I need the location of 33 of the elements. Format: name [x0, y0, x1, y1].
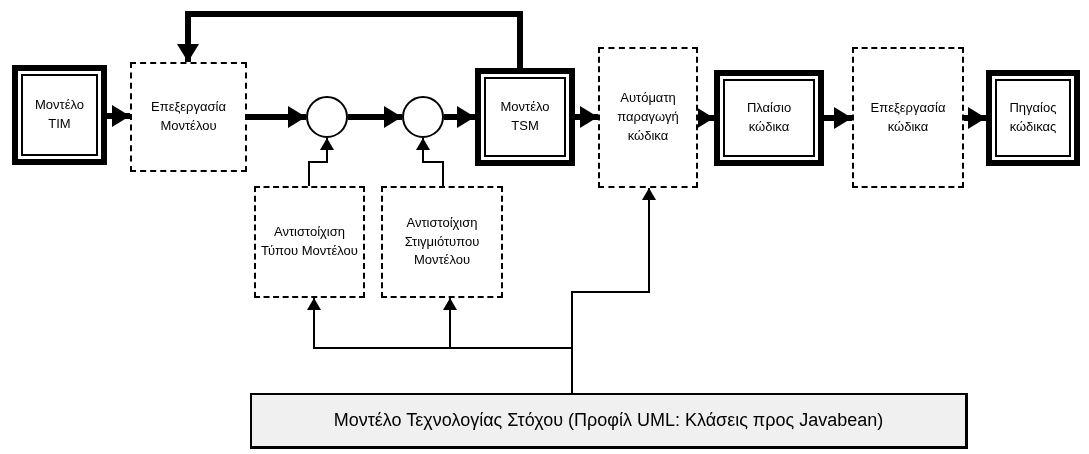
- mapping-box: [381, 186, 503, 298]
- node-label: Επεξεργασία κώδικα: [869, 98, 947, 136]
- model-box: [475, 68, 575, 166]
- node-label: Αντιστοίχιση Στιγμιότυπου Μοντέλου: [403, 213, 481, 270]
- junction-circle: [402, 96, 444, 138]
- process-box: [852, 47, 964, 188]
- arrow: [824, 107, 852, 129]
- arrow: [575, 106, 598, 128]
- model-box: [250, 393, 968, 449]
- node-label: Αντιστοίχιση Τύπου Μοντέλου: [260, 223, 359, 260]
- arrow: [571, 187, 656, 394]
- process-box: [598, 47, 698, 188]
- node-label: Μοντέλο TSM: [499, 98, 551, 135]
- arrow: [348, 106, 402, 128]
- model-box: [986, 70, 1080, 166]
- arrow: [247, 106, 306, 128]
- node-label: Αυτόματη παραγωγή κώδικα: [616, 89, 680, 145]
- mapping-box: [254, 186, 365, 298]
- model-box: [12, 65, 107, 165]
- arrow: [107, 105, 130, 127]
- node-label: Μοντέλο TIM: [34, 96, 85, 133]
- node-label: Επεξεργασία Μοντέλου: [150, 98, 227, 135]
- arrow: [416, 137, 444, 187]
- process-box: [130, 62, 247, 172]
- junction-circle: [306, 96, 348, 138]
- arrow: [964, 107, 986, 129]
- arrow: [444, 106, 475, 128]
- node-label: Πηγαίος κώδικας: [1008, 99, 1058, 136]
- arrow: [177, 11, 523, 68]
- model-box: [714, 70, 824, 166]
- arrow: [308, 137, 334, 187]
- node-label: Πλαίσιο κώδικα: [745, 99, 793, 136]
- node-label: Μοντέλο Τεχνολογίας Στόχου (Προφίλ UML: Κλάσεις προς Javabean): [333, 409, 884, 433]
